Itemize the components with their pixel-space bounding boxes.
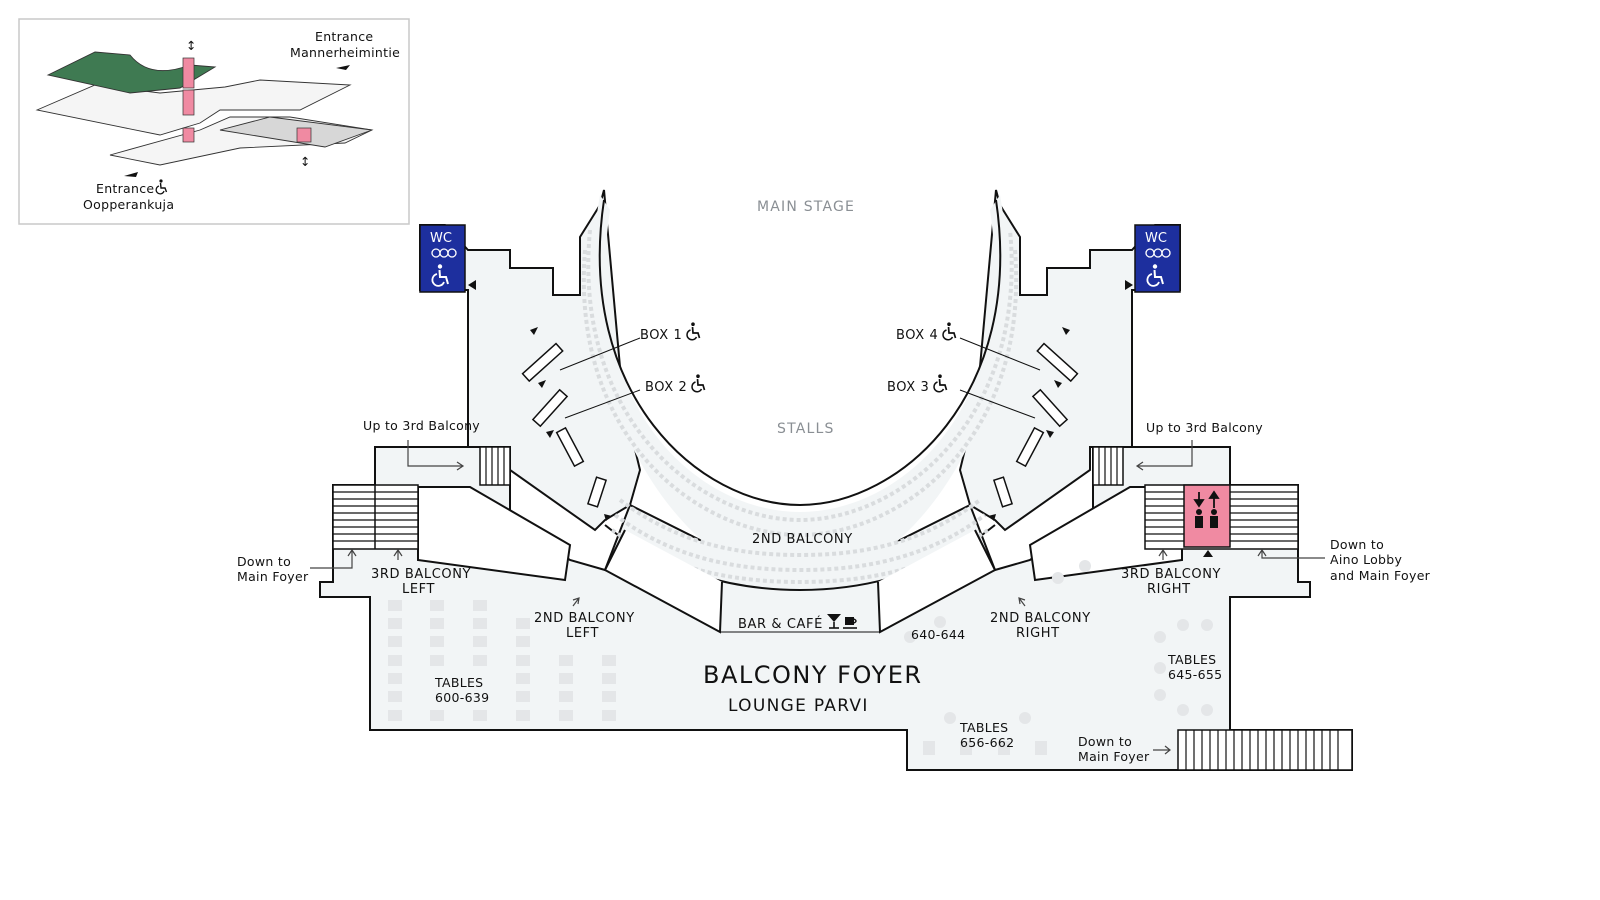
box-3[interactable]: BOX 3 <box>887 374 948 395</box>
tables-645-655 <box>1052 560 1213 716</box>
balcony-foyer-title: BALCONY FOYER <box>703 661 923 689</box>
down-to-aino-lobby-line3: and Main Foyer <box>1330 568 1431 583</box>
box-1-label: BOX 1 <box>640 328 682 343</box>
down-to-main-foyer-left-line1: Down to <box>237 554 291 569</box>
box-2[interactable]: BOX 2 <box>645 374 706 395</box>
elevator-icon <box>1193 490 1220 528</box>
wheelchair-icon <box>431 264 449 287</box>
gender-symbols-icon <box>431 248 457 258</box>
second-balcony-right-line1: 2ND BALCONY <box>990 611 1091 626</box>
stairs-left-upper[interactable] <box>479 446 511 486</box>
inset-entrance-bottom-label: Entrance <box>96 181 154 196</box>
down-to-main-foyer-left-line2: Main Foyer <box>237 569 309 584</box>
direction-arrows <box>310 280 1325 755</box>
down-to-aino-lobby-line2: Aino Lobby <box>1330 552 1403 567</box>
down-to-main-foyer-bottom-line2: Main Foyer <box>1078 749 1150 764</box>
third-balcony-left-line2: LEFT <box>402 582 435 597</box>
down-to-main-foyer-bottom-line1: Down to <box>1078 734 1132 749</box>
inset-entrance-bottom-street: Oopperankuja <box>83 197 174 212</box>
box-doors-left <box>521 327 612 521</box>
elevator[interactable] <box>1183 484 1231 548</box>
main-stage-label: MAIN STAGE <box>757 199 855 215</box>
inset-elevator-bottom-icon: ↕ <box>300 154 311 169</box>
bar-cafe[interactable]: BAR & CAFÉ <box>738 614 857 632</box>
building-overview-inset: ↕ ↕ Entrance Mannerheimintie Entrance Oo… <box>18 18 410 225</box>
inset-entrance-top-street: Mannerheimintie <box>290 45 400 60</box>
second-balcony-right-line2: RIGHT <box>1016 626 1060 641</box>
lounge-parvi-subtitle: LOUNGE PARVI <box>728 696 869 716</box>
stairs-left-lower[interactable] <box>332 484 419 550</box>
inset-wheelchair-icon <box>155 179 168 195</box>
second-balcony-left-line1: 2ND BALCONY <box>534 611 635 626</box>
tables-left-line1: TABLES <box>434 675 483 690</box>
wc-right-label: WC <box>1145 231 1167 246</box>
third-balcony-right-line2: RIGHT <box>1147 582 1191 597</box>
third-balcony-right-line1: 3RD BALCONY <box>1121 567 1221 582</box>
wc-right[interactable]: WC <box>1134 224 1181 293</box>
gender-symbols-icon <box>1145 248 1171 258</box>
tables-640-644 <box>904 616 946 643</box>
second-balcony-label: 2ND BALCONY <box>752 532 853 547</box>
stalls-label: STALLS <box>777 421 835 437</box>
wheelchair-icon <box>933 374 948 393</box>
box-1[interactable]: BOX 1 <box>640 322 701 343</box>
box-2-label: BOX 2 <box>645 380 687 395</box>
third-balcony-left-line1: 3RD BALCONY <box>371 567 471 582</box>
second-balcony-left-line2: LEFT <box>566 626 599 641</box>
down-to-aino-lobby-line1: Down to <box>1330 537 1384 552</box>
inset-entrance-top-label: Entrance <box>315 29 373 44</box>
tables-bottom-line2: 656-662 <box>960 735 1014 750</box>
box-3-label: BOX 3 <box>887 380 929 395</box>
tables-656-662 <box>923 712 1047 755</box>
wc-left-label: WC <box>430 231 452 246</box>
balcony-floor-plan <box>310 189 1353 771</box>
up-to-third-balcony-right-label: Up to 3rd Balcony <box>1146 420 1263 435</box>
inset-entrance-top-arrow <box>336 65 350 70</box>
tables-600-639 <box>388 600 616 721</box>
box-doors-right <box>988 327 1079 521</box>
bar-cafe-label: BAR & CAFÉ <box>738 616 823 632</box>
tables-mid-label: 640-644 <box>911 627 965 642</box>
box-4[interactable]: BOX 4 <box>896 322 957 343</box>
coffee-cup-icon <box>843 617 857 629</box>
stairs-right-upper[interactable] <box>1092 446 1124 486</box>
tables-bottom-line1: TABLES <box>959 720 1008 735</box>
box-4-label: BOX 4 <box>896 328 938 343</box>
inset-entrance-bottom-arrow <box>124 172 138 177</box>
wc-left[interactable]: WC <box>419 224 466 293</box>
cocktail-icon <box>827 614 841 629</box>
stairs-bottom-right[interactable] <box>1177 729 1353 771</box>
inset-elevator-top-icon: ↕ <box>186 38 197 53</box>
wheelchair-icon <box>942 322 957 341</box>
wheelchair-icon <box>691 374 706 393</box>
tables-left-line2: 600-639 <box>435 690 489 705</box>
up-to-third-balcony-left-label: Up to 3rd Balcony <box>363 418 480 433</box>
tables-right-line1: TABLES <box>1167 652 1216 667</box>
tables-right-line2: 645-655 <box>1168 667 1222 682</box>
wheelchair-icon <box>1146 264 1164 287</box>
wheelchair-icon <box>686 322 701 341</box>
